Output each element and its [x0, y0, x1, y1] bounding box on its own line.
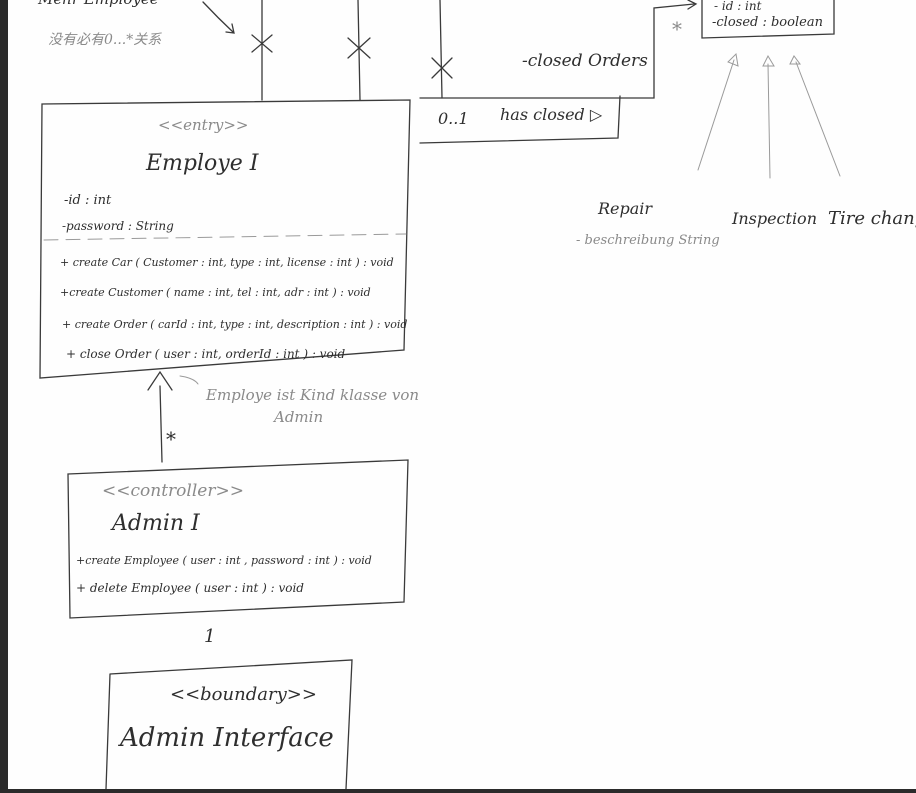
top-note-line2: 没有必有0...*关系 — [48, 32, 162, 48]
repair-attr: - beschreibung String — [576, 233, 720, 248]
boundary-class-box — [105, 659, 353, 789]
admin-name: Admin I — [110, 511, 201, 536]
admin-class-box — [67, 459, 409, 619]
inherit-line-tire — [795, 61, 841, 177]
admin-method-delete-employee: + delete Employee ( user : int ) : void — [76, 581, 304, 595]
cross-mark-1 — [251, 34, 273, 53]
employee-method-create-order: + create Order ( carId : int, type : int… — [62, 318, 407, 331]
employee-attr-id: -id : int — [64, 193, 112, 208]
boundary-stereotype: <<boundary>> — [170, 684, 317, 705]
order-class-box-partial — [701, 0, 835, 39]
inheritance-note-line2: Admin — [272, 408, 323, 426]
admin-method-create-employee: +create Employee ( user : int , password… — [76, 554, 372, 567]
order-attr-closed: -closed : boolean — [712, 15, 823, 30]
top-note-line1: Mehr Employee — [37, 0, 159, 8]
generalization-arrowhead — [147, 370, 173, 391]
employee-method-create-car: + create Car ( Customer : int, type : in… — [60, 256, 394, 269]
closed-orders-role: -closed Orders — [522, 51, 648, 71]
note-squiggle — [179, 375, 199, 385]
cross-mark-2 — [347, 37, 371, 59]
has-closed-line — [419, 95, 621, 144]
admin-stereotype: <<controller>> — [102, 481, 244, 501]
inherit-arrowhead-tire — [789, 55, 801, 65]
has-closed-label: has closed ▷ — [500, 105, 603, 124]
employee-stereotype: <<entry>> — [158, 116, 248, 134]
employee-method-create-customer: +create Customer ( name : int, tel : int… — [60, 286, 371, 299]
multiplicity-zero-one: 0..1 — [438, 109, 469, 128]
inherit-line-inspection — [767, 63, 771, 179]
multiplicity-star-order: * — [672, 17, 682, 41]
uml-class-diagram-sketch: Mehr Employee 没有必有0...*关系 -closed Orders… — [37, 0, 916, 789]
multiplicity-star-admin: * — [166, 427, 176, 451]
boundary-name: Admin Interface — [118, 723, 334, 753]
employee-class-box — [39, 99, 411, 379]
employee-method-close-order: + close Order ( user : int, orderId : in… — [66, 347, 346, 361]
assoc-line-3 — [439, 0, 443, 99]
employee-name: Employe I — [145, 151, 260, 176]
admin-boundary-link: 1 — [204, 626, 215, 647]
generalization-line — [159, 385, 163, 463]
inherit-arrowhead-inspection — [762, 54, 775, 67]
repair-class-name: Repair — [597, 199, 653, 218]
inheritance-note-line1: Employe ist Kind klasse von — [205, 386, 419, 404]
cross-mark-3 — [431, 57, 453, 79]
employee-divider — [43, 233, 407, 241]
closed-orders-line — [419, 3, 695, 99]
inherit-line-repair — [697, 59, 735, 171]
note-arrow — [202, 1, 235, 34]
assoc-line-2 — [357, 0, 361, 101]
inherit-arrowhead-repair — [727, 52, 739, 67]
tire-change-class-name: Tire change — [828, 208, 916, 229]
closed-orders-arrowhead — [687, 0, 698, 10]
drawing-canvas: Mehr Employee 没有必有0...*关系 -closed Orders… — [8, 0, 916, 789]
inspection-class-name: Inspection — [731, 209, 817, 228]
employee-attr-password: -password : String — [62, 219, 174, 233]
order-attr-id: - id : int — [714, 0, 762, 13]
